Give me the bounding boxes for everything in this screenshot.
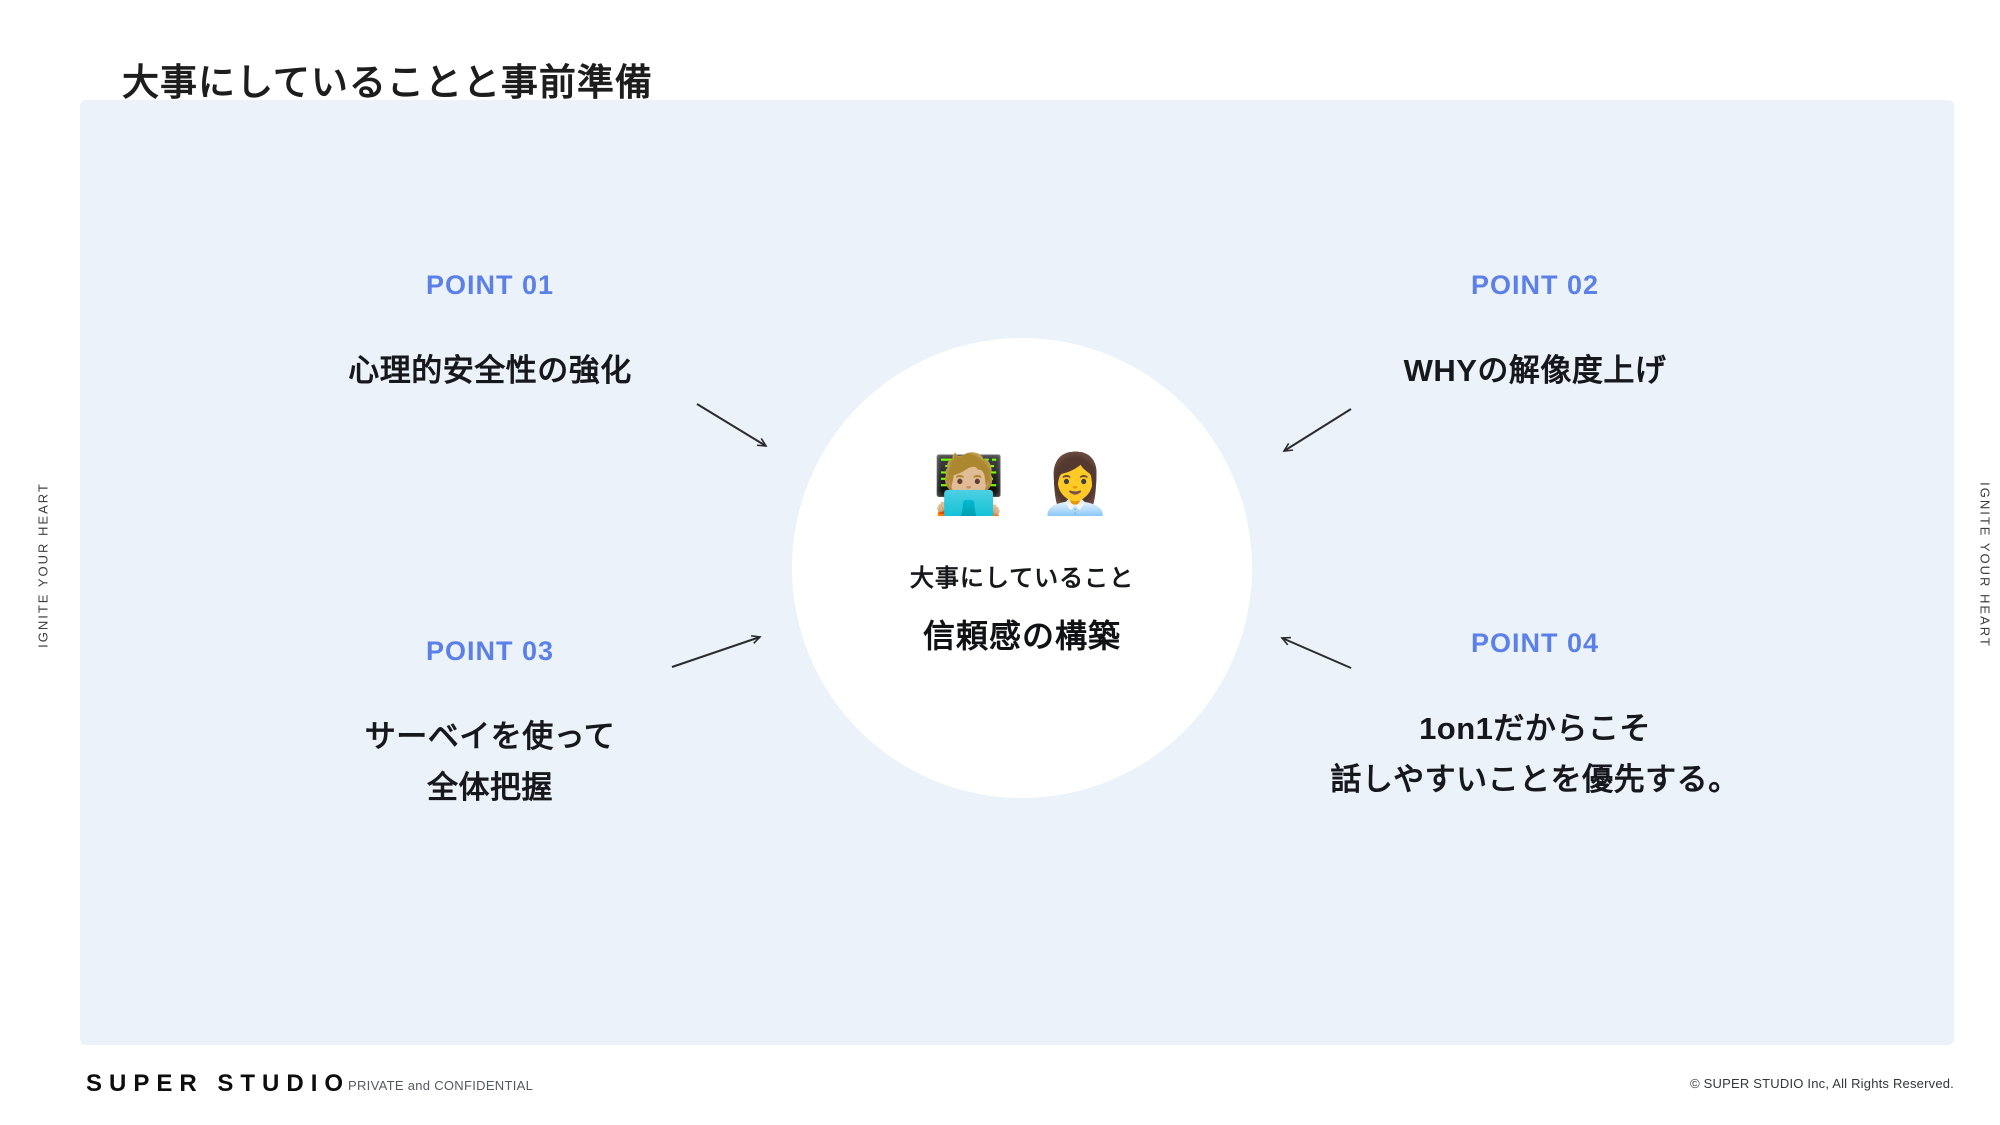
- point-block-03: POINT 03 サーベイを使って 全体把握: [190, 636, 790, 813]
- point-02-text: WHYの解像度上げ: [1403, 353, 1667, 388]
- point-04-label: POINT 04: [1470, 628, 1600, 658]
- people-emoji-row: 🧑🏼‍💻 👩‍💼: [933, 456, 1111, 514]
- side-tagline-right: IGNITE YOUR HEART: [1977, 482, 1993, 648]
- point-03-label: POINT 03: [425, 636, 555, 666]
- center-circle-label: 大事にしていること: [909, 565, 1135, 592]
- point-04-text: 1on1だからこそ 話しやすいことを優先する。: [1330, 711, 1740, 798]
- side-tagline-left: IGNITE YOUR HEART: [35, 482, 51, 648]
- center-concept-circle: 🧑🏼‍💻 👩‍💼 大事にしていること 信頼感の構築: [792, 338, 1252, 798]
- page-title: 大事にしていることと事前準備: [122, 62, 653, 103]
- point-03-text: サーベイを使って 全体把握: [364, 719, 616, 806]
- point-block-04: POINT 04 1on1だからこそ 話しやすいことを優先する。: [1235, 628, 1835, 805]
- company-logo: SUPER STUDIO: [86, 1070, 351, 1097]
- point-block-01: POINT 01 心理的安全性の強化: [190, 270, 790, 396]
- point-block-02: POINT 02 WHYの解像度上げ: [1235, 270, 1835, 396]
- point-01-text: 心理的安全性の強化: [348, 353, 632, 388]
- point-01-label: POINT 01: [425, 270, 555, 300]
- person-technologist-emoji: 🧑🏼‍💻: [932, 452, 1005, 517]
- center-circle-value: 信頼感の構築: [922, 618, 1121, 654]
- woman-office-worker-emoji: 👩‍💼: [1039, 452, 1112, 517]
- copyright-text: © SUPER STUDIO Inc, All Rights Reserved.: [1690, 1076, 1954, 1091]
- point-02-label: POINT 02: [1470, 270, 1600, 300]
- confidential-label: PRIVATE and CONFIDENTIAL: [348, 1078, 534, 1093]
